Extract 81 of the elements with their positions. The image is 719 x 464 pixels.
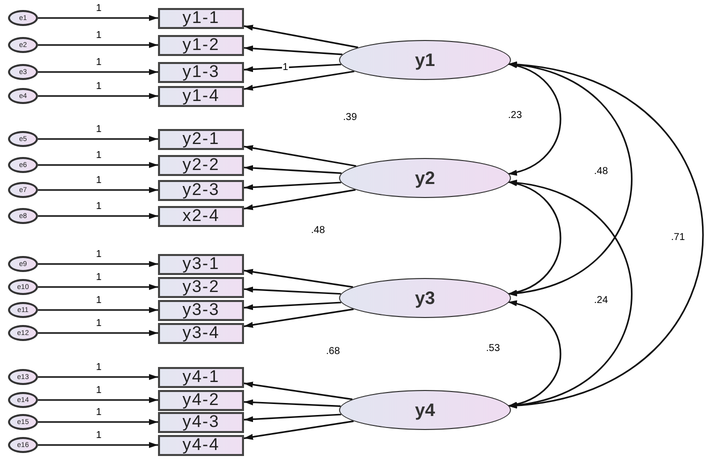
edge-label: 1 xyxy=(95,250,103,260)
observed-variable-box: y4-3 xyxy=(158,412,244,432)
observed-variable-box: y1-3 xyxy=(158,62,244,82)
arrow xyxy=(244,164,342,174)
observed-variable-box: y2-3 xyxy=(158,180,244,200)
arrow xyxy=(244,189,356,211)
observed-variable-box: y3-2 xyxy=(158,276,244,298)
covariance-arrow xyxy=(508,300,562,408)
arrow xyxy=(244,70,354,92)
covariance-arrow xyxy=(508,62,704,408)
latent-variable-ellipse: y2 xyxy=(339,158,511,198)
observed-variable-box: y4-1 xyxy=(158,366,244,388)
edge-label: 1 xyxy=(95,431,103,441)
edge-label: 1 xyxy=(95,176,103,186)
arrow xyxy=(38,69,158,75)
arrow xyxy=(244,268,354,288)
coefficient-label: .53 xyxy=(486,343,500,354)
observed-variable-box: x2-4 xyxy=(158,206,244,226)
edge-label: 1 xyxy=(95,408,103,418)
arrow xyxy=(38,187,158,193)
edge-label: 1 xyxy=(95,31,103,41)
arrow xyxy=(244,144,356,167)
covariance-arrow xyxy=(508,180,632,408)
observed-variable-box: y3-3 xyxy=(158,300,244,320)
arrow xyxy=(38,330,158,336)
edge-label: 1 xyxy=(95,4,103,14)
edge-label: 1 xyxy=(95,125,103,135)
covariance-arrow xyxy=(508,62,562,176)
arrow xyxy=(38,42,158,48)
arrow xyxy=(38,15,158,21)
edge-label: 1 xyxy=(95,296,103,306)
arrow xyxy=(244,414,342,422)
edge-label: 1 xyxy=(95,58,103,68)
coefficient-label: .48 xyxy=(594,166,608,177)
arrow xyxy=(38,307,158,313)
covariance-arrow xyxy=(508,180,562,296)
arrow xyxy=(244,420,354,440)
latent-variable-ellipse: y4 xyxy=(339,390,511,430)
edge-label: 1 xyxy=(95,319,103,329)
edge-label: 1 xyxy=(95,202,103,212)
observed-variable-box: y1-4 xyxy=(158,86,244,106)
arrow xyxy=(38,442,158,448)
arrow xyxy=(244,64,342,72)
arrow xyxy=(38,213,158,219)
edge-label: 1 xyxy=(95,386,103,396)
observed-variable-box: y1-1 xyxy=(158,8,244,28)
observed-variable-box: y4-2 xyxy=(158,390,244,410)
coefficient-label: .39 xyxy=(343,112,357,123)
arrow xyxy=(244,381,352,400)
arrow xyxy=(244,302,342,310)
edge-label: 1 xyxy=(95,82,103,92)
arrow xyxy=(244,399,341,408)
arrow xyxy=(38,284,158,290)
edge-label: 1 xyxy=(95,273,103,283)
latent-variable-ellipse: y3 xyxy=(339,278,511,318)
observed-variable-box: y4-4 xyxy=(158,434,244,456)
arrow xyxy=(38,136,158,142)
arrow xyxy=(38,397,158,403)
arrow xyxy=(244,286,341,295)
arrow xyxy=(38,93,158,99)
coefficient-label: .68 xyxy=(326,346,340,357)
arrow xyxy=(244,182,342,190)
coefficient-label: .48 xyxy=(311,225,325,236)
arrow xyxy=(38,419,158,425)
arrow xyxy=(38,261,158,267)
arrow xyxy=(244,24,358,48)
observed-variable-box: y3-4 xyxy=(158,322,244,344)
observed-variable-box: y2-2 xyxy=(158,154,244,176)
arrow xyxy=(244,308,354,328)
latent-variable-ellipse: y1 xyxy=(339,40,511,80)
observed-variable-box: y1-2 xyxy=(158,34,244,56)
observed-variable-box: y3-1 xyxy=(158,254,244,274)
arrow xyxy=(38,374,158,380)
observed-variable-box: y2-1 xyxy=(158,128,244,150)
edge-label: 1 xyxy=(95,151,103,161)
coefficient-label: .23 xyxy=(508,110,522,121)
arrow xyxy=(38,162,158,168)
arrow xyxy=(244,45,342,56)
coefficient-label: .24 xyxy=(594,295,608,306)
edge-label: 1 xyxy=(95,363,103,373)
coefficient-label: .71 xyxy=(671,232,685,243)
